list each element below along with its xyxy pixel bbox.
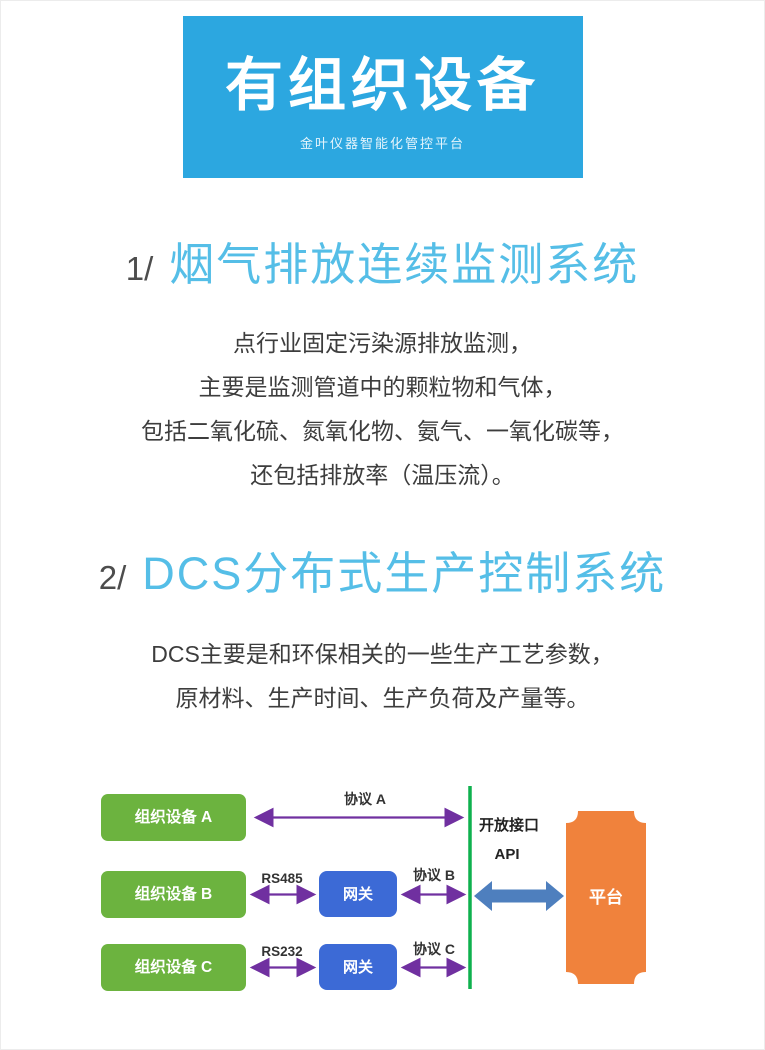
gateway-1-label: 网关 — [343, 885, 373, 903]
big-blue-arrow — [474, 881, 564, 911]
device-c-label: 组织设备 C — [135, 957, 213, 976]
section-1-line-2: 主要是监测管道中的颗粒物和气体， — [198, 374, 567, 400]
section-1-line-3: 包括二氧化硫、氮氧化物、氨气、一氧化碳等， — [141, 418, 624, 444]
section-1-body: 点行业固定污染源排放监测， 主要是监测管道中的颗粒物和气体， 包括二氧化硫、氮氧… — [1, 321, 764, 497]
header-banner: 有组织设备 金叶仪器智能化管控平台 — [182, 16, 583, 178]
serial-rs232-label: RS232 — [261, 944, 302, 959]
section-2-heading: 2/ DCS分布式生产控制系统 — [1, 537, 764, 602]
device-box-a — [101, 794, 246, 841]
section-1-number: 1/ — [125, 250, 154, 287]
section-2-line-1: DCS主要是和环保相关的一些生产工艺参数， — [151, 641, 614, 667]
section-1-title: 烟气排放连续监测系统 — [169, 239, 640, 290]
section-1-line-1: 点行业固定污染源排放监测， — [233, 330, 532, 356]
gateway-box-1 — [319, 871, 397, 917]
section-2-body: DCS主要是和环保相关的一些生产工艺参数， 原材料、生产时间、生产负荷及产量等。 — [1, 632, 764, 720]
device-a-label: 组织设备 A — [135, 807, 213, 826]
section-1-heading: 1/ 烟气排放连续监测系统 — [1, 228, 764, 293]
section-1-line-4: 还包括排放率（温压流）。 — [250, 462, 515, 488]
section-2-title: DCS分布式生产控制系统 — [142, 548, 667, 599]
protocol-a-label: 协议 A — [344, 791, 386, 807]
serial-rs485-label: RS485 — [261, 871, 303, 886]
platform-label: 平台 — [589, 887, 623, 907]
section-2-number: 2/ — [98, 559, 127, 596]
page-title: 有组织设备 — [224, 52, 540, 118]
protocol-c-label: 协议 C — [413, 941, 455, 957]
device-box-b — [101, 871, 246, 918]
diagram-canvas: 组织设备 A 组织设备 B 组织设备 C 网关 网关 协议 A 协议 B 协议 … — [101, 786, 646, 991]
device-box-c — [101, 944, 246, 991]
gateway-2-label: 网关 — [343, 958, 373, 976]
page-subtitle: 金叶仪器智能化管控平台 — [299, 135, 465, 151]
open-interface-label: 开放接口 — [479, 816, 539, 834]
section-2-line-2: 原材料、生产时间、生产负荷及产量等。 — [175, 685, 590, 711]
gateway-box-2 — [319, 944, 397, 990]
protocol-b-label: 协议 B — [413, 867, 455, 883]
platform-shape — [566, 811, 646, 984]
architecture-diagram: 组织设备 A 组织设备 B 组织设备 C 网关 网关 协议 A 协议 B 协议 … — [1, 776, 764, 1049]
api-label: API — [494, 846, 519, 863]
device-b-label: 组织设备 B — [135, 884, 213, 903]
